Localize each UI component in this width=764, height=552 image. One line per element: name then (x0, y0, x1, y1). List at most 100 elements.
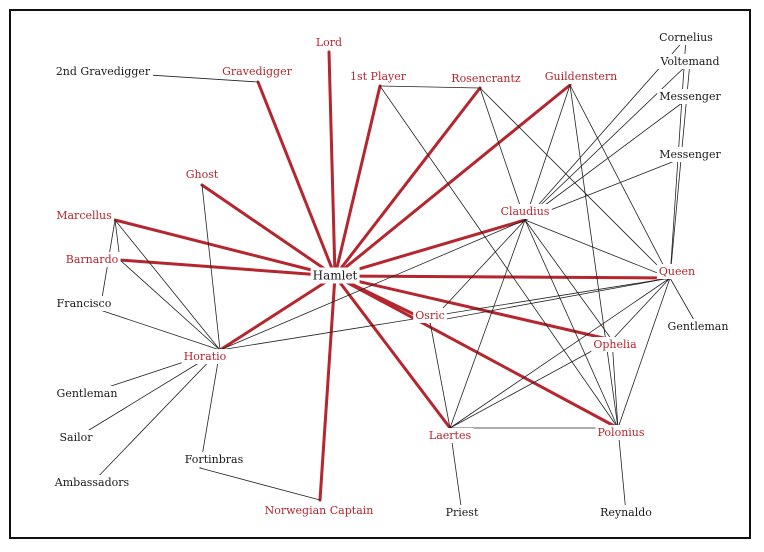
node-label-queen: Queen (659, 265, 695, 278)
node-label-bg-rosencrantz (449, 71, 523, 86)
edge-guildenstern-claudius (524, 84, 571, 221)
edge-messenger2-claudius (524, 154, 691, 221)
node-label-bg-hamlet (310, 267, 360, 284)
edge-queen-ophelia (611, 277, 671, 341)
edge-hamlet-gravedigger (256, 80, 337, 278)
edge-hamlet-ophelia (333, 274, 614, 342)
node-label-reynaldo: Reynaldo (600, 506, 652, 519)
edge-claudius-queen (524, 219, 671, 279)
edge-voltemand-claudius (524, 61, 691, 221)
node-label-sailor: Sailor (59, 431, 93, 444)
node-label-bg-norwegian_captain (262, 503, 376, 518)
edge-barnardo-horatio (119, 259, 221, 351)
edge-hamlet-guildenstern (333, 83, 572, 278)
edge-polonius-reynaldo (617, 427, 627, 514)
edge-hamlet-norwegian_captain (318, 274, 337, 502)
node-label-bg-francisco (54, 296, 114, 311)
node-label-bg-gravedigger (220, 64, 295, 79)
node-label-lord: Lord (316, 36, 342, 49)
node-label-bg-messenger2 (657, 147, 724, 162)
edge-hamlet-horatio (218, 274, 337, 352)
node-label-bg-fortinbras (182, 452, 246, 467)
edge-hamlet-polonius (333, 274, 620, 430)
node-label-voltemand: Voltemand (659, 55, 719, 68)
node-label-bg-sailor (57, 430, 96, 445)
node-label-bg-marcellus (54, 208, 115, 223)
node-label-gravedigger: Gravedigger (222, 65, 292, 78)
edge-guildenstern-queen (569, 84, 671, 279)
edge-ophelia-polonius (611, 339, 619, 429)
edge-ophelia-laertes (449, 339, 613, 429)
node-label-bg-horatio (181, 349, 229, 364)
node-label-cornelius: Cornelius (659, 31, 713, 44)
edge-queen-osric (429, 277, 671, 323)
node-label-ghost: Ghost (186, 168, 219, 181)
node-label-osric: Osric (415, 309, 445, 322)
node-label-guildenstern: Guildenstern (545, 70, 617, 83)
edge-ghost-horatio (201, 184, 221, 351)
edge-marcellus-horatio (114, 219, 221, 351)
edge-claudius-osric (429, 219, 526, 323)
edge-hamlet-marcellus (113, 218, 337, 278)
node-label-gentleman_left: Gentleman (57, 387, 118, 400)
node-label-bg-osric (413, 308, 447, 323)
node-label-laertes: Laertes (429, 429, 472, 442)
node-label-francisco: Francisco (57, 297, 112, 310)
node-label-messenger1: Messenger (659, 90, 721, 103)
node-label-claudius: Claudius (501, 205, 550, 218)
edge-osric-laertes (429, 321, 451, 429)
node-label-hamlet: Hamlet (313, 269, 358, 283)
node-label-bg-gentleman_right (665, 319, 731, 334)
edge-messenger1-claudius (524, 96, 691, 221)
node-label-messenger2: Messenger (659, 148, 721, 161)
edge-queen-polonius (617, 277, 671, 429)
edge-fortinbras-norwegian_captain (199, 467, 321, 501)
edge-hamlet-first_player (333, 84, 382, 278)
edge-claudius-laertes (449, 219, 526, 429)
edge-claudius-polonius (524, 219, 619, 429)
diagram-frame (9, 9, 751, 539)
edge-claudius-ophelia (524, 219, 613, 341)
node-label-ophelia: Ophelia (593, 338, 637, 351)
edge-hamlet-lord (327, 50, 337, 278)
node-label-bg-first_player (347, 69, 409, 84)
edge-queen-laertes (449, 277, 671, 429)
node-label-horatio: Horatio (184, 350, 227, 363)
node-label-bg-gentleman_left (54, 386, 120, 401)
edge-queen-gentleman_right (669, 277, 699, 328)
node-label-second_gravedigger: 2nd Gravedigger (56, 65, 151, 78)
edge-horatio-ambassadors (91, 349, 221, 484)
node-label-bg-laertes (426, 428, 474, 443)
edge-horatio-sailor (75, 349, 221, 439)
node-label-barnardo: Barnardo (66, 253, 119, 266)
node-label-bg-guildenstern (542, 69, 620, 84)
edge-francisco-horatio (99, 309, 221, 351)
node-label-bg-second_gravedigger (53, 64, 153, 79)
node-label-rosencrantz: Rosencrantz (451, 72, 521, 85)
node-label-bg-queen (656, 264, 698, 279)
edge-hamlet-rosencrantz (333, 86, 482, 278)
node-label-norwegian_captain: Norwegian Captain (265, 504, 374, 517)
node-label-bg-claudius (498, 204, 552, 219)
edge-horatio-fortinbras (199, 349, 221, 469)
node-label-priest: Priest (446, 506, 479, 519)
node-label-bg-barnardo (63, 252, 121, 267)
edge-guildenstern-polonius (569, 84, 619, 429)
edge-first_player-polonius (379, 85, 619, 429)
node-label-bg-priest (443, 505, 481, 520)
node-label-fortinbras: Fortinbras (185, 453, 244, 466)
edge-hamlet-laertes (333, 274, 452, 430)
node-label-bg-polonius (595, 425, 647, 440)
edge-rosencrantz-claudius (479, 87, 526, 221)
edge-hamlet-claudius (333, 218, 527, 278)
edge-hamlet-ghost (200, 183, 337, 278)
node-label-bg-voltemand (657, 54, 722, 69)
node-label-bg-cornelius (657, 30, 716, 45)
node-label-bg-ophelia (591, 337, 640, 352)
node-label-ambassadors: Ambassadors (54, 476, 130, 489)
node-label-bg-ghost (183, 167, 221, 182)
node-label-first_player: 1st Player (350, 70, 407, 83)
node-label-gentleman_right: Gentleman (668, 320, 729, 333)
edge-hamlet-barnardo (118, 258, 337, 278)
